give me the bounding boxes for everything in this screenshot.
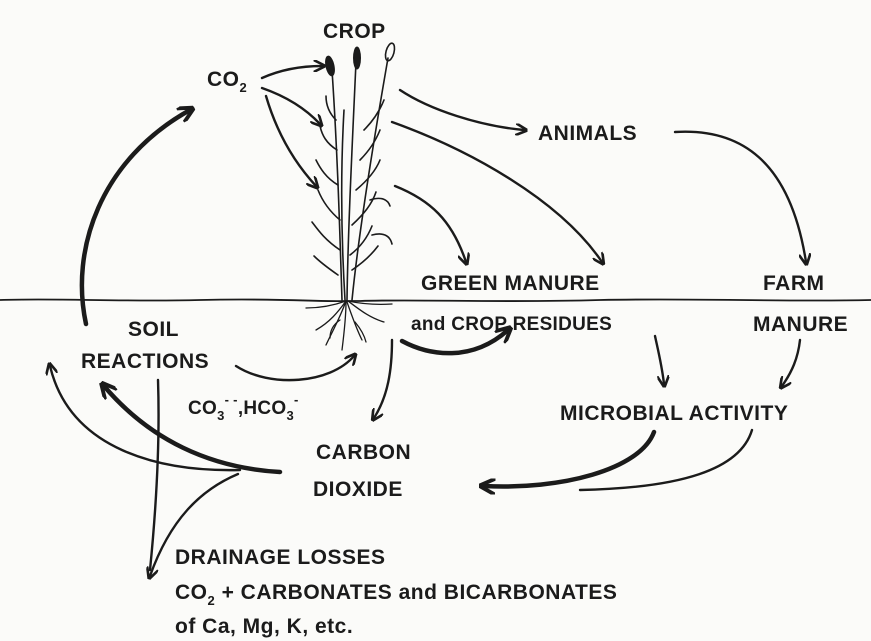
arrow-soil-reactions-to-atmospheric-co2	[82, 110, 190, 324]
carbonate-bicarbonate-label: CO3- -,HCO3-	[188, 392, 299, 423]
drainage-losses-label: DRAINAGE LOSSES	[175, 546, 386, 569]
arrow-soil-reactions-to-roots	[236, 356, 354, 380]
arrow-crop-to-animals	[400, 90, 524, 130]
crop-label: CROP	[323, 20, 386, 43]
animals-label: ANIMALS	[538, 122, 637, 145]
drainage-compounds-label: CO2 + CARBONATES and BICARBONATES	[175, 581, 617, 608]
arrow-microbial-activity-right-branch	[580, 430, 752, 490]
soil-label: SOIL	[128, 318, 179, 341]
arrow-roots-to-carbon-dioxide	[374, 340, 392, 418]
arrow-microbial-activity-to-carbon-dioxide	[484, 432, 654, 487]
arrow-co2-to-crop-head	[262, 66, 322, 78]
crop-plant-illustration	[306, 42, 396, 350]
microbial-activity-label: MICROBIAL ACTIVITY	[560, 402, 788, 425]
arrow-animals-to-farm-manure	[675, 132, 806, 262]
farm-manure-label: MANURE	[753, 313, 848, 336]
arrow-soil-reactions-down-to-drainage	[150, 380, 159, 570]
crop-residues-label: and CROP RESIDUES	[411, 314, 612, 335]
dioxide-label: DIOXIDE	[313, 478, 403, 501]
arrow-residues-to-microbial-activity	[655, 336, 664, 384]
reactions-label: REACTIONS	[81, 350, 209, 373]
arrow-co2-to-crop-lower-leaves	[266, 96, 316, 186]
drainage-cations-label: of Ca, Mg, K, etc.	[175, 615, 353, 638]
green-manure-label: GREEN MANURE	[421, 272, 600, 295]
atmospheric-co2-label: CO2	[207, 68, 247, 95]
arrow-co2-to-crop-upper-leaves	[262, 88, 320, 124]
arrow-crop-to-green-manure-left	[395, 186, 466, 262]
carbon-label: CARBON	[316, 441, 411, 464]
farm-label: FARM	[763, 272, 825, 295]
arrow-farm-manure-to-microbial-activity	[782, 340, 800, 386]
ground-surface-line	[0, 299, 871, 301]
